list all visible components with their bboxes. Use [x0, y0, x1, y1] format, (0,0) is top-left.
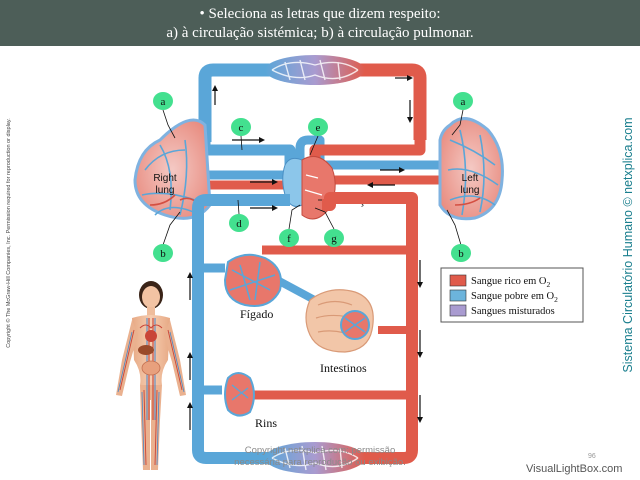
watermark-line-2: necessária para reprodução ou exibição. — [234, 457, 406, 468]
svg-text:Sangues misturados: Sangues misturados — [471, 306, 555, 317]
marker-b-left: b — [153, 244, 173, 262]
svg-text:e: e — [316, 122, 321, 134]
slide-header: • Seleciona as letras que dizem respeito… — [0, 0, 640, 46]
label-leaders — [162, 109, 464, 246]
legend-item-oxygen-poor: Sangue pobre em O2 — [449, 289, 558, 304]
marker-b-right: b — [451, 244, 471, 262]
upper-body-loop — [198, 55, 427, 142]
marker-a-right: a — [453, 92, 473, 110]
marker-f: f — [279, 229, 299, 247]
page-number: 96 — [588, 453, 596, 460]
svg-text:d: d — [236, 218, 242, 230]
lower-body-loop — [192, 440, 418, 474]
watermark: Copyright netxplica.com: permissão neces… — [210, 445, 430, 469]
svg-text:b: b — [458, 248, 464, 260]
kidneys-label: Rins — [255, 416, 277, 430]
systemic-trunks — [187, 192, 423, 445]
legend-item-mixed: Sangues misturados — [449, 304, 555, 317]
left-lung: Left lung — [438, 117, 504, 221]
svg-text:a: a — [161, 96, 166, 108]
liver-label: Fígado — [240, 307, 273, 321]
marker-g: g — [324, 229, 344, 247]
letter-markers: a a b b c d e f — [153, 92, 473, 262]
intestines-label: Intestinos — [320, 361, 367, 375]
svg-text:c: c — [239, 122, 244, 134]
svg-text:b: b — [160, 248, 166, 260]
svg-text:f: f — [287, 233, 291, 245]
marker-d: d — [229, 214, 249, 232]
question-line-2: a) à circulação sistémica; b) à circulaç… — [166, 25, 474, 41]
footer-brand[interactable]: VisualLightBox.com — [526, 463, 623, 475]
legend: Sangue rico em O2 Sangue pobre em O2 San… — [440, 267, 584, 323]
human-figure — [116, 281, 186, 470]
upper-capillary-bed — [265, 55, 365, 85]
kidneys: Rins — [198, 372, 412, 430]
question-line-1: • Seleciona as letras que dizem respeito… — [199, 6, 441, 22]
svg-text:Sangue pobre em O2: Sangue pobre em O2 — [471, 291, 558, 304]
right-lung: Right lung — [133, 118, 212, 220]
marker-a-left: a — [153, 92, 173, 110]
liver-intestine: Fígado Intestinos — [198, 245, 412, 375]
marker-c: c — [231, 118, 251, 136]
right-lung-label-1: Right — [153, 173, 177, 184]
left-lung-label-2: lung — [461, 185, 480, 196]
legend-item-oxygen-rich: Sangue rico em O2 — [449, 274, 551, 289]
right-lung-label-2: lung — [156, 185, 175, 196]
marker-e: e — [308, 118, 328, 136]
watermark-line-1: Copyright netxplica.com: permissão — [244, 445, 396, 456]
left-lung-label-1: Left — [462, 173, 479, 184]
svg-text:Sangue rico em O2: Sangue rico em O2 — [471, 276, 551, 289]
svg-text:g: g — [331, 233, 337, 245]
svg-text:a: a — [461, 96, 466, 108]
